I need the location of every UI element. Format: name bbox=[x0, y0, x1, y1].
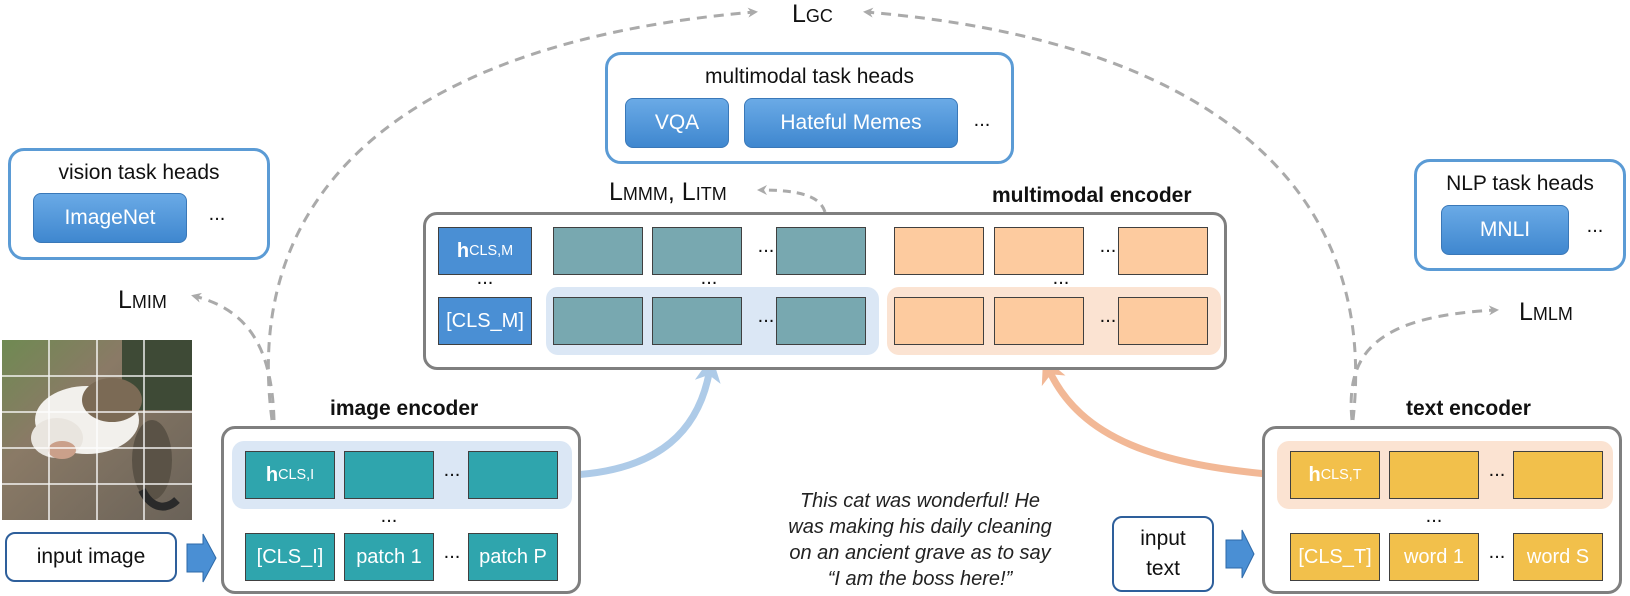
image-output-cell bbox=[468, 451, 558, 499]
multimodal-text-output-cell bbox=[894, 227, 984, 275]
multimodal-vertical-dots: ... bbox=[476, 267, 494, 289]
text-encoder-title: text encoder bbox=[1406, 397, 1531, 420]
mlm-arrow bbox=[1349, 305, 1499, 421]
multimodal-task-heads-panel: multimodal task heads VQA Hateful Memes … bbox=[605, 52, 1014, 164]
loss-mim: LMIM bbox=[118, 286, 167, 314]
multimodal-text-input-ellipsis: ... bbox=[1099, 305, 1117, 327]
multimodal-vertical-dots: ... bbox=[700, 267, 718, 289]
multimodal-image-input-ellipsis: ... bbox=[757, 305, 775, 327]
image-input-ellipsis: ... bbox=[443, 541, 461, 563]
gc-arrow-right bbox=[863, 7, 1358, 421]
text-word-1-cell: word 1 bbox=[1389, 533, 1479, 581]
input-image-label: input image bbox=[5, 532, 177, 582]
vision-task-heads-panel: vision task heads ImageNet ... bbox=[8, 148, 270, 260]
multimodal-text-input-cell bbox=[1118, 297, 1208, 345]
multimodal-image-output-cell bbox=[652, 227, 742, 275]
text-output-cell bbox=[1513, 451, 1603, 499]
image-output-cell bbox=[344, 451, 434, 499]
hateful-memes-head-button[interactable]: Hateful Memes bbox=[744, 98, 958, 148]
multimodal-text-input-cell bbox=[894, 297, 984, 345]
mim-arrow bbox=[191, 292, 276, 421]
mnli-head-button[interactable]: MNLI bbox=[1441, 205, 1569, 255]
input-image-arrow bbox=[186, 533, 217, 583]
vqa-head-button[interactable]: VQA bbox=[625, 98, 729, 148]
multimodal-image-input-cell bbox=[776, 297, 866, 345]
multimodal-encoder-title: multimodal encoder bbox=[992, 184, 1192, 207]
multimodal-text-output-cell bbox=[994, 227, 1084, 275]
multimodal-text-output-cell bbox=[1118, 227, 1208, 275]
input-text-arrow bbox=[1225, 529, 1255, 579]
multimodal-image-output-cell bbox=[553, 227, 643, 275]
text-to-multimodal-arrow bbox=[1041, 357, 1279, 479]
multimodal-image-output-cell bbox=[776, 227, 866, 275]
image-to-multimodal-arrow bbox=[571, 356, 721, 479]
multimodal-task-heads-title: multimodal task heads bbox=[705, 65, 914, 88]
multimodal-vertical-dots: ... bbox=[1052, 267, 1070, 289]
nlp-task-heads-panel: NLP task heads MNLI ... bbox=[1414, 159, 1626, 271]
image-output-ellipsis: ... bbox=[443, 459, 461, 481]
loss-gc: LGC bbox=[792, 0, 833, 28]
multimodal-image-input-cell bbox=[652, 297, 742, 345]
multimodal-heads-more: ... bbox=[973, 109, 991, 131]
text-output-ellipsis: ... bbox=[1488, 459, 1506, 481]
text-encoder-vertical-dots: ... bbox=[1425, 505, 1443, 527]
image-encoder-vertical-dots: ... bbox=[380, 505, 398, 527]
input-cat-image bbox=[2, 340, 192, 520]
image-encoder-title: image encoder bbox=[330, 397, 479, 420]
text-word-s-cell: word S bbox=[1513, 533, 1603, 581]
loss-mlm: LMLM bbox=[1519, 298, 1573, 326]
nlp-heads-more: ... bbox=[1586, 215, 1604, 237]
multimodal-image-output-ellipsis: ... bbox=[757, 235, 775, 257]
loss-mmm-itm: LMMM, LITM bbox=[609, 178, 727, 206]
image-cls-token-cell: [CLS_I] bbox=[245, 533, 335, 581]
vision-task-heads-title: vision task heads bbox=[58, 161, 220, 184]
input-text-quote: This cat was wonderful! He was making hi… bbox=[788, 490, 1052, 590]
multimodal-cls-token-cell: [CLS_M] bbox=[438, 297, 532, 345]
multimodal-text-output-ellipsis: ... bbox=[1099, 235, 1117, 257]
mmm-itm-arrow bbox=[757, 185, 827, 213]
gc-arrow-left bbox=[266, 7, 758, 421]
nlp-task-heads-title: NLP task heads bbox=[1446, 172, 1594, 195]
input-text-label: input text bbox=[1112, 516, 1214, 592]
vision-heads-more: ... bbox=[208, 203, 226, 225]
imagenet-head-button[interactable]: ImageNet bbox=[33, 193, 187, 243]
image-patch-1-cell: patch 1 bbox=[344, 533, 434, 581]
image-patch-p-cell: patch P bbox=[468, 533, 558, 581]
multimodal-text-input-cell bbox=[994, 297, 1084, 345]
text-output-cell bbox=[1389, 451, 1479, 499]
text-cls-token-cell: [CLS_T] bbox=[1290, 533, 1380, 581]
multimodal-image-input-cell bbox=[553, 297, 643, 345]
text-input-ellipsis: ... bbox=[1488, 541, 1506, 563]
